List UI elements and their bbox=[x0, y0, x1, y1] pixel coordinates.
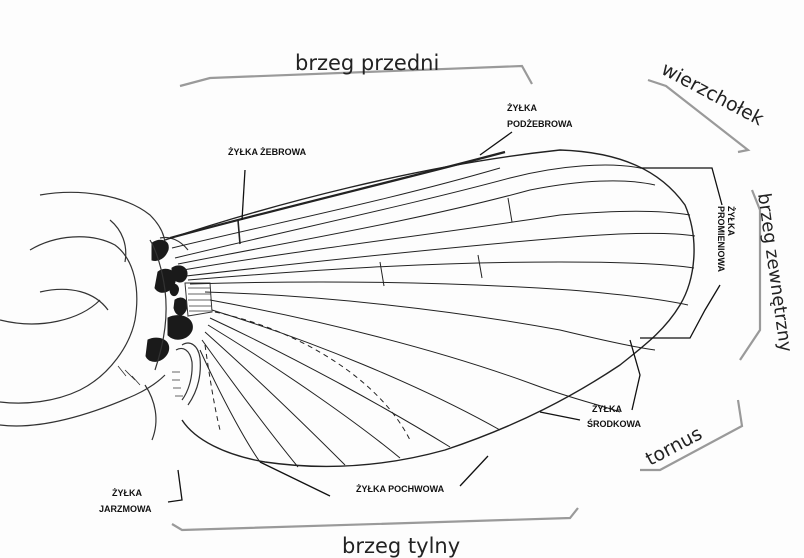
label-zylka-srodkowa-line2: ŚRODKOWA bbox=[587, 418, 642, 429]
label-zylka-srodkowa-line1: ŻYŁKA bbox=[592, 404, 622, 414]
wing-veins bbox=[169, 150, 696, 468]
label-zylka-jarzmowa-line2: JARZMOWA bbox=[99, 504, 152, 514]
leader-lines bbox=[167, 131, 723, 503]
label-wierzcholek: wierzchołek bbox=[658, 58, 768, 130]
label-brzeg-przedni: brzeg przedni bbox=[295, 51, 439, 75]
hatched-sclerite bbox=[184, 282, 213, 317]
region-brackets bbox=[171, 64, 762, 532]
wing-base-outline bbox=[149, 236, 201, 406]
label-brzeg-tylny: brzeg tylny bbox=[342, 534, 460, 558]
wing-outline bbox=[164, 149, 695, 468]
thorax bbox=[0, 191, 166, 441]
label-zylka-podzebrowa-line1: ŻYŁKA bbox=[507, 103, 537, 113]
label-zylka-jarzmowa-line1: ŻYŁKA bbox=[112, 488, 142, 498]
label-zylka-podzebrowa-line2: PODŻEBROWA bbox=[507, 119, 573, 129]
label-zylka-promieniowa-line1: ŻYŁKA bbox=[726, 206, 736, 236]
label-zylka-zebrowa: ŻYŁKA ŻEBROWA bbox=[228, 147, 307, 157]
label-zylka-pochwowa: ŻYŁKA POCHWOWA bbox=[356, 484, 445, 494]
wing-base-sclerites bbox=[145, 239, 193, 362]
label-zylka-promieniowa-line2: PROMIENIOWA bbox=[716, 206, 726, 273]
